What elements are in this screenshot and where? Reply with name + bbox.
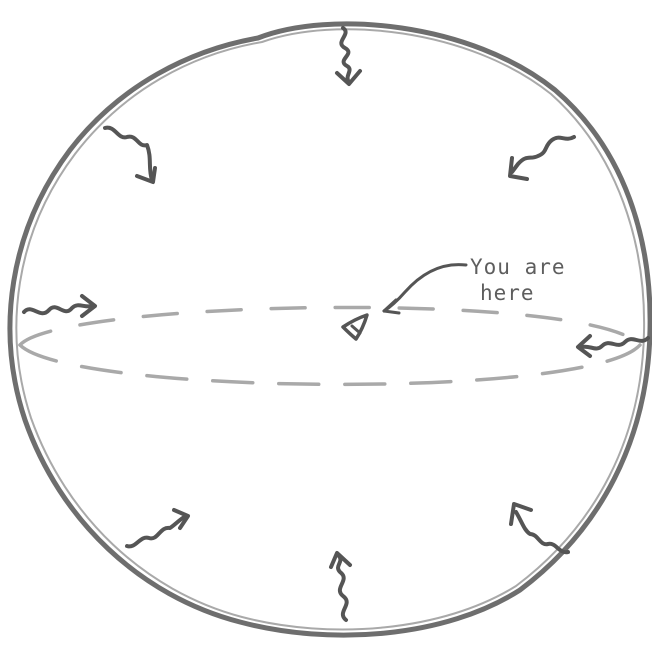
galactic-plane-ellipse [20, 307, 640, 384]
label-line-2: here [480, 281, 535, 305]
annotation-pointer-arrow [384, 265, 466, 313]
squiggly-arrow-icon [331, 553, 350, 620]
squiggly-arrow-icon [337, 28, 360, 84]
squiggly-arrow-icon [127, 510, 188, 546]
squiggly-arrow-icon [105, 128, 155, 182]
squiggly-arrow-icon [510, 137, 574, 179]
eye-icon [343, 315, 367, 339]
squiggly-arrow-icon [511, 504, 568, 552]
squiggly-arrow-icon [24, 296, 95, 316]
you-are-here-label: You are here [470, 255, 566, 305]
label-line-1: You are [470, 255, 566, 279]
